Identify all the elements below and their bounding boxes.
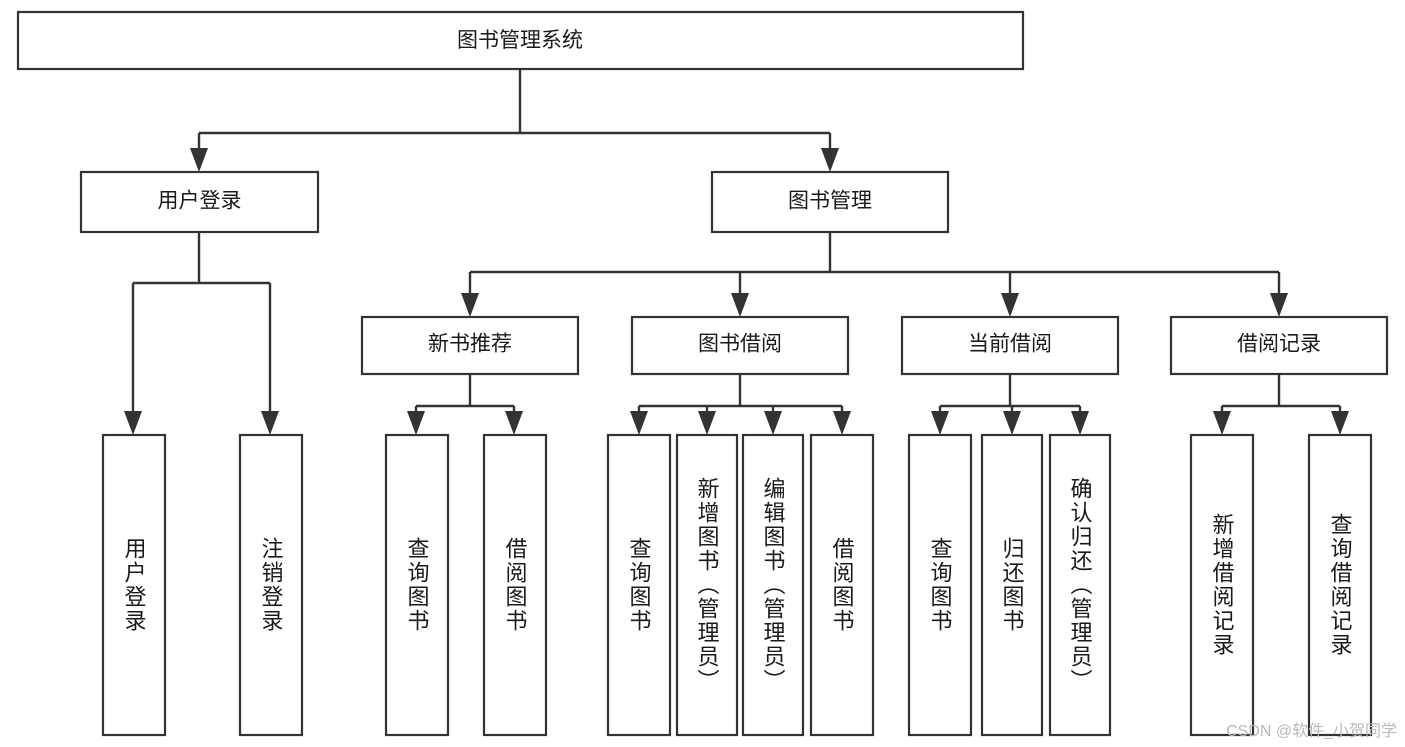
connector-group-newbook: [407, 374, 523, 435]
arrowhead-newbook: [461, 293, 479, 317]
node-borrow-record[interactable]: 借阅记录: [1169, 315, 1389, 376]
leaf-node-borrow-edit-label: 编辑图书（管理员）: [761, 477, 786, 693]
leaf-node-logout-label: 注销登录: [259, 537, 284, 633]
leaf-node-newbook-borrow[interactable]: 借阅图书: [482, 433, 548, 737]
leaf-node-newbook-query-box[interactable]: [384, 433, 450, 737]
leaf-node-borrow-add-box[interactable]: [675, 433, 739, 737]
leaf-node-newbook-borrow-box[interactable]: [482, 433, 548, 737]
leaf-node-newbook-borrow-label: 借阅图书: [503, 537, 528, 633]
connector-group-bookborrow: [630, 374, 851, 435]
leaf-node-borrow-do-label: 借阅图书: [830, 537, 855, 633]
node-new-book-recommend[interactable]: 新书推荐: [360, 315, 580, 376]
leaf-node-record-query[interactable]: 查询借阅记录: [1307, 433, 1373, 737]
leaf-node-newbook-query-label: 查询图书: [405, 537, 430, 633]
leaf-node-borrow-edit-box[interactable]: [741, 433, 805, 737]
arrowhead-leaf-user-login: [124, 411, 142, 435]
arrowhead-leaf-br2: [1331, 411, 1349, 435]
node-root[interactable]: 图书管理系统: [16, 10, 1025, 71]
node-new-book-recommend-label: 新书推荐: [428, 333, 512, 356]
arrowhead-leaf-bb3: [764, 411, 782, 435]
arrowhead-leaf-cb1: [931, 411, 949, 435]
leaf-node-borrow-edit[interactable]: 编辑图书（管理员）: [741, 433, 805, 737]
arrowhead-userlogin: [190, 148, 208, 172]
arrowhead-leaf-nb1: [407, 411, 425, 435]
leaf-node-current-return[interactable]: 归还图书: [980, 433, 1044, 737]
connector-group-currentborrow: [931, 374, 1089, 435]
node-new-book-recommend-box[interactable]: [360, 315, 580, 376]
node-book-management-label: 图书管理: [788, 190, 872, 213]
node-current-borrow-label: 当前借阅: [968, 333, 1052, 356]
leaf-node-record-add-label: 新增借阅记录: [1210, 513, 1235, 657]
connector-group-userlogin: [124, 232, 279, 435]
leaf-node-newbook-query[interactable]: 查询图书: [384, 433, 450, 737]
connector-group-borrowrecord: [1213, 374, 1349, 435]
leaf-node-borrow-query[interactable]: 查询图书: [606, 433, 672, 737]
leaf-node-record-query-box[interactable]: [1307, 433, 1373, 737]
leaf-node-borrow-query-label: 查询图书: [627, 537, 652, 633]
node-current-borrow-box[interactable]: [900, 315, 1120, 376]
connector-group-bookmgmt: [461, 232, 1288, 317]
leaf-node-current-query[interactable]: 查询图书: [907, 433, 973, 737]
node-book-borrow-box[interactable]: [630, 315, 850, 376]
leaf-node-user-login-label: 用户登录: [122, 537, 147, 633]
leaf-node-record-add-box[interactable]: [1189, 433, 1255, 737]
node-borrow-record-label: 借阅记录: [1237, 333, 1321, 356]
leaf-node-user-login[interactable]: 用户登录: [101, 433, 167, 737]
arrowhead-bookborrow: [731, 293, 749, 317]
leaf-node-borrow-do[interactable]: 借阅图书: [809, 433, 875, 737]
arrowhead-leaf-nb2: [505, 411, 523, 435]
arrowhead-bookmgmt: [821, 148, 839, 172]
leaf-node-borrow-query-box[interactable]: [606, 433, 672, 737]
arrowhead-leaf-br1: [1213, 411, 1231, 435]
node-user-login-box[interactable]: [79, 170, 320, 234]
node-book-borrow[interactable]: 图书借阅: [630, 315, 850, 376]
leaf-node-user-login-box[interactable]: [101, 433, 167, 737]
node-root-label: 图书管理系统: [457, 29, 583, 52]
arrowhead-leaf-cb3: [1071, 411, 1089, 435]
leaf-node-current-query-label: 查询图书: [928, 537, 953, 633]
arrowhead-leaf-bb4: [833, 411, 851, 435]
node-current-borrow[interactable]: 当前借阅: [900, 315, 1120, 376]
leaf-node-logout-box[interactable]: [238, 433, 304, 737]
arrowhead-leaf-bb1: [630, 411, 648, 435]
arrowhead-leaf-logout: [261, 411, 279, 435]
leaf-node-borrow-add[interactable]: 新增图书（管理员）: [675, 433, 739, 737]
arrowhead-borrowrecord: [1270, 293, 1288, 317]
leaf-node-current-confirm[interactable]: 确认归还（管理员）: [1048, 433, 1112, 737]
leaf-node-current-query-box[interactable]: [907, 433, 973, 737]
node-book-borrow-label: 图书借阅: [698, 333, 782, 356]
node-borrow-record-box[interactable]: [1169, 315, 1389, 376]
arrowhead-leaf-bb2: [698, 411, 716, 435]
leaf-node-current-return-box[interactable]: [980, 433, 1044, 737]
node-root-box[interactable]: [16, 10, 1025, 71]
node-book-management[interactable]: 图书管理: [710, 170, 950, 234]
node-user-login[interactable]: 用户登录: [79, 170, 320, 234]
arrowhead-currentborrow: [1001, 293, 1019, 317]
leaf-node-logout[interactable]: 注销登录: [238, 433, 304, 737]
leaf-node-record-query-label: 查询借阅记录: [1328, 513, 1353, 657]
leaf-node-current-return-label: 归还图书: [1000, 537, 1025, 633]
arrowhead-leaf-cb2: [1003, 411, 1021, 435]
leaf-node-current-confirm-label: 确认归还（管理员）: [1068, 477, 1093, 693]
leaf-node-borrow-do-box[interactable]: [809, 433, 875, 737]
node-user-login-label: 用户登录: [158, 190, 242, 213]
leaf-node-current-confirm-box[interactable]: [1048, 433, 1112, 737]
leaf-node-record-add[interactable]: 新增借阅记录: [1189, 433, 1255, 737]
connector-group-root: [190, 69, 839, 172]
leaf-node-borrow-add-label: 新增图书（管理员）: [695, 477, 720, 693]
node-book-management-box[interactable]: [710, 170, 950, 234]
